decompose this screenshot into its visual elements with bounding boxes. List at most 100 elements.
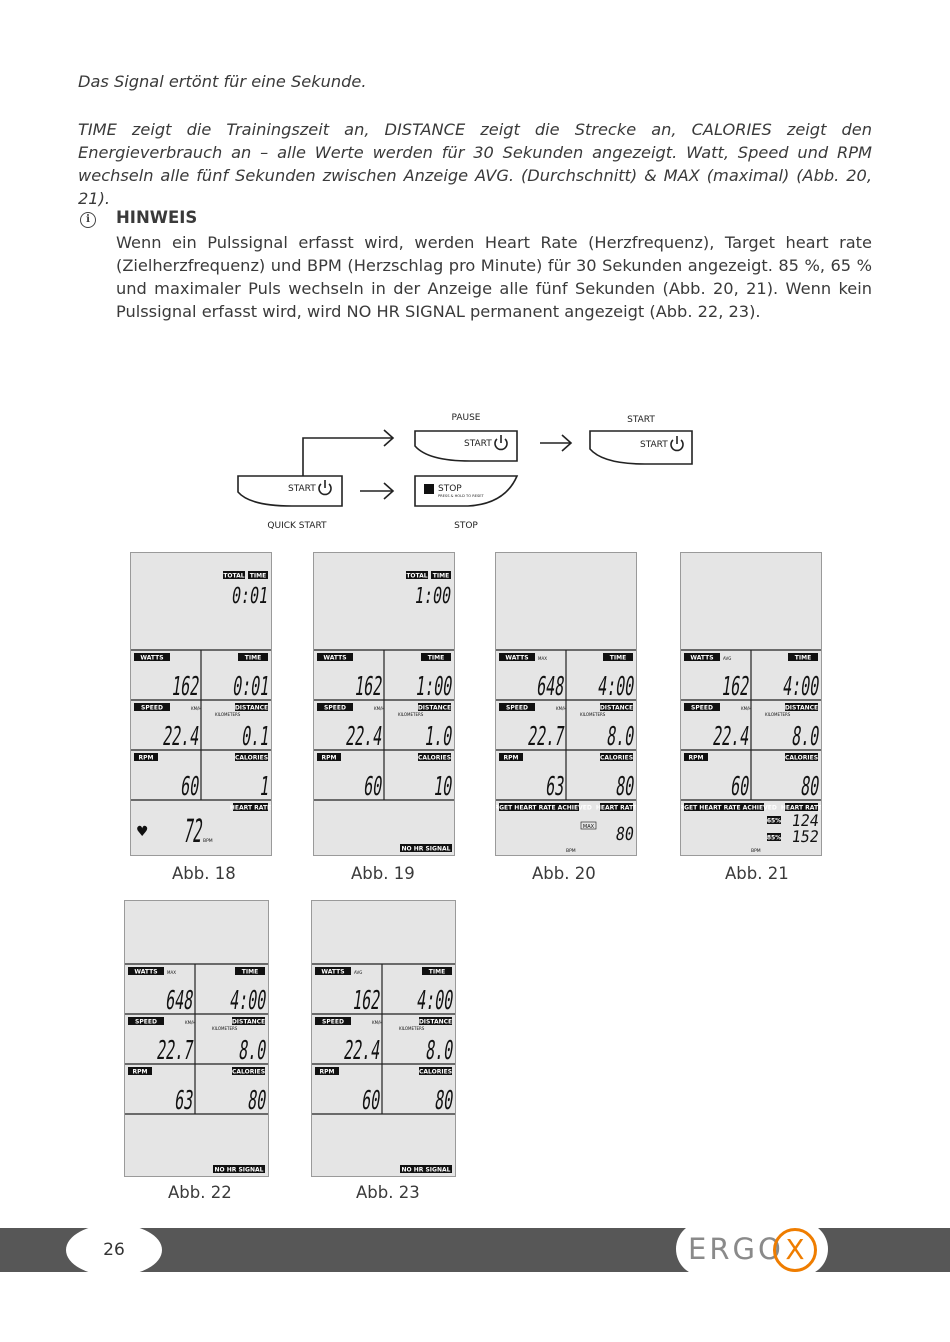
watts-mode: AVG xyxy=(354,970,362,975)
speed-tag-bg xyxy=(134,703,170,711)
rpm-tag-bg xyxy=(684,753,708,761)
rpm-tag: RPM xyxy=(320,1069,335,1076)
time-tag: TIME xyxy=(610,655,626,662)
figure-caption: Abb. 18 xyxy=(172,864,236,883)
speed-tag-bg xyxy=(684,703,720,711)
speed-value: 22.7 xyxy=(526,722,566,752)
rpm-tag-bg xyxy=(134,753,158,761)
page-number: 26 xyxy=(103,1240,125,1260)
distance-tag: DISTANCE xyxy=(785,705,818,712)
heart-rate-value: 80 xyxy=(614,824,635,845)
calories-tag: CALORIES xyxy=(232,1069,265,1076)
watts-tag-bg xyxy=(499,653,535,661)
percent-65-tag: 65% xyxy=(767,818,781,825)
watts-value: 648 xyxy=(164,986,195,1016)
kilometers-unit: KILOMETERS xyxy=(398,712,424,717)
distance-value: 8.0 xyxy=(237,1036,268,1066)
figure-caption: Abb. 23 xyxy=(356,1183,420,1202)
kmh-unit: KM/H xyxy=(191,706,201,711)
time-tag: TIME xyxy=(429,969,445,976)
watts-tag: WATTS xyxy=(321,969,344,976)
calories-value: 80 xyxy=(614,772,636,802)
time-tag-bg xyxy=(422,967,452,975)
calories-value: 80 xyxy=(799,772,821,802)
kmh-unit: KM/H xyxy=(372,1020,382,1025)
watts-tag: WATTS xyxy=(690,655,713,662)
stop-label: STOP xyxy=(454,521,478,531)
rpm-value: 60 xyxy=(362,772,384,802)
total-tag: TOTAL xyxy=(223,573,244,580)
distance-value: 0.1 xyxy=(240,722,271,752)
brand-logo-text: ERGO xyxy=(688,1232,784,1266)
power-icon xyxy=(670,436,684,452)
time-tag-bg xyxy=(238,653,268,661)
total-time-tag-bg xyxy=(248,571,268,579)
rpm-tag: RPM xyxy=(504,755,519,762)
time-value: 4:00 xyxy=(415,986,455,1016)
start-label: START xyxy=(627,415,655,425)
stop-button-sublabel: PRESS & HOLD TO RESET xyxy=(438,494,485,498)
total-time-tag: TIME xyxy=(250,573,266,580)
pause-label: PAUSE xyxy=(452,413,481,423)
watts-mode: AVG xyxy=(723,656,731,661)
speed-tag-bg xyxy=(317,703,353,711)
watts-tag-bg xyxy=(684,653,720,661)
calories-tag: CALORIES xyxy=(785,755,818,762)
watts-tag-bg xyxy=(317,653,353,661)
watts-tag-bg xyxy=(315,967,351,975)
hint-body: Wenn ein Pulssignal erfasst wird, werden… xyxy=(116,233,872,321)
watts-tag: WATTS xyxy=(134,969,157,976)
distance-tag-bg xyxy=(418,703,451,711)
total-tag: TOTAL xyxy=(406,573,427,580)
resume-start-button-shape xyxy=(589,430,693,465)
speed-tag-bg xyxy=(128,1017,164,1025)
heart-rate-tag-bg xyxy=(600,803,633,811)
watts-value: 162 xyxy=(720,672,751,702)
rpm-tag: RPM xyxy=(139,755,154,762)
speed-tag: SPEED xyxy=(322,1019,344,1026)
total-tag-bg xyxy=(406,571,428,579)
speed-tag: SPEED xyxy=(324,705,346,712)
pause-start-button-label: START xyxy=(464,439,492,449)
kmh-unit: KM/H xyxy=(185,1020,195,1025)
calories-tag-bg xyxy=(418,753,451,761)
rpm-tag-bg xyxy=(317,753,341,761)
distance-tag: DISTANCE xyxy=(232,1019,265,1026)
stop-button-label: STOP xyxy=(438,484,462,494)
rpm-value: 60 xyxy=(360,1086,382,1116)
time-tag-bg xyxy=(603,653,633,661)
kilometers-unit: KILOMETERS xyxy=(215,712,241,717)
calories-value: 80 xyxy=(433,1086,455,1116)
kmh-unit: KM/H xyxy=(374,706,384,711)
power-icon xyxy=(494,435,508,451)
bpm-unit: BPM xyxy=(751,848,761,854)
kilometers-unit: KILOMETERS xyxy=(765,712,791,717)
heart-rate-tag-bg xyxy=(785,803,818,811)
watts-value: 162 xyxy=(351,986,382,1016)
watts-mode: MAX xyxy=(167,970,176,975)
no-hr-signal-tag: NO HR SIGNAL xyxy=(402,846,451,853)
total-tag-bg xyxy=(223,571,245,579)
watts-tag: WATTS xyxy=(505,655,528,662)
distance-tag-bg xyxy=(232,1017,265,1025)
time-tag: TIME xyxy=(242,969,258,976)
max-box xyxy=(580,821,597,830)
no-hr-signal-tag-bg xyxy=(213,1165,265,1173)
kilometers-unit: KILOMETERS xyxy=(399,1026,425,1031)
kilometers-unit: KILOMETERS xyxy=(212,1026,238,1031)
brand-logo-x-icon: X xyxy=(773,1228,817,1272)
speed-value: 22.4 xyxy=(342,1036,382,1066)
hint-title: HINWEIS xyxy=(116,208,198,227)
stop-square-icon xyxy=(424,484,434,494)
stop-button-shape xyxy=(414,475,519,507)
